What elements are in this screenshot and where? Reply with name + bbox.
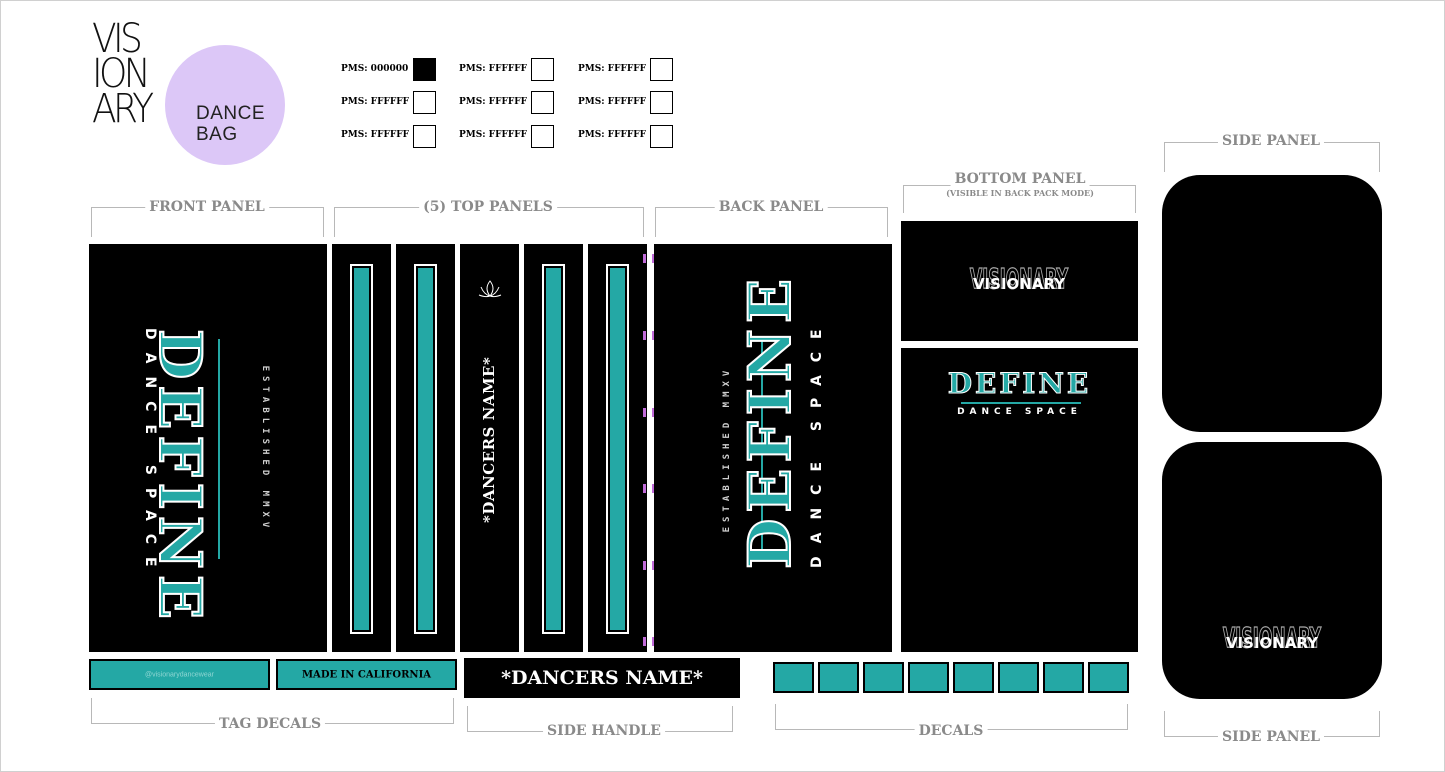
product-line-2: BAG: [196, 124, 238, 145]
decal-square[interactable]: [773, 662, 814, 693]
logo-line-3: ARY: [92, 86, 154, 132]
color-swatch[interactable]: [413, 91, 436, 114]
side-panel-top-label: SIDE PANEL: [1217, 133, 1325, 149]
front-panel[interactable]: DEFINE DANCE SPACE ESTABLISHED MMXV: [89, 244, 327, 652]
define-logo: DEFINE: [947, 367, 1092, 400]
decals-label: DECALS: [914, 723, 988, 739]
alignment-tick: [652, 254, 655, 263]
teal-stripe: [350, 264, 373, 634]
side-panel-top[interactable]: [1162, 175, 1382, 432]
alignment-tick: [652, 408, 655, 417]
color-swatch[interactable]: [650, 58, 673, 81]
back-panel-label: BACK PANEL: [714, 199, 828, 215]
decal-square[interactable]: [998, 662, 1039, 693]
top-panel-strip-3[interactable]: [524, 244, 583, 652]
accent-line: [218, 339, 220, 559]
color-swatch[interactable]: [531, 125, 554, 148]
pms-label: PMS: FFFFFF: [459, 64, 528, 74]
alignment-tick: [652, 331, 655, 340]
top-panels-label: (5) TOP PANELS: [419, 199, 557, 215]
teal-stripe: [414, 264, 437, 634]
pms-label: PMS: FFFFFF: [341, 97, 410, 107]
side-panel-bottom-label: SIDE PANEL: [1217, 729, 1325, 745]
alignment-tick: [652, 484, 655, 493]
visionary-wordmark: VISIONARY: [1225, 634, 1319, 652]
color-swatch[interactable]: [531, 58, 554, 81]
made-in-tag[interactable]: MADE IN CALIFORNIA: [275, 658, 458, 691]
define-logo: DEFINE: [145, 328, 215, 626]
made-in-text: MADE IN CALIFORNIA: [301, 669, 432, 680]
side-panel-bottom[interactable]: VISIONARY VISIONARY: [1162, 442, 1382, 699]
front-panel-label: FRONT PANEL: [145, 199, 269, 215]
visionary-ghost: VISIONARY: [969, 262, 1069, 296]
pms-label: PMS: FFFFFF: [578, 130, 647, 140]
pms-label: PMS: FFFFFF: [341, 130, 410, 140]
color-swatch[interactable]: [650, 91, 673, 114]
alignment-tick: [652, 561, 655, 570]
logo-line-1: VIS: [92, 16, 143, 62]
define-logo: DEFINE: [735, 272, 805, 570]
alignment-tick: [643, 254, 646, 263]
top-panel-strip-2[interactable]: [396, 244, 455, 652]
decal-square[interactable]: [908, 662, 949, 693]
bottom-panel-main[interactable]: DEFINE DANCE SPACE: [901, 348, 1138, 652]
dance-space-text: DANCE SPACE: [809, 316, 825, 568]
pms-label: PMS: FFFFFF: [578, 64, 647, 74]
accent-line: [761, 339, 763, 559]
pms-label: PMS: FFFFFF: [459, 130, 528, 140]
bottom-panel-note: (VISIBLE IN BACK PACK MODE): [943, 188, 1097, 198]
dance-space-text: DANCE SPACE: [142, 328, 158, 580]
logo-circle: [165, 45, 285, 165]
color-swatch[interactable]: [413, 125, 436, 148]
tag-decals-label: TAG DECALS: [214, 716, 326, 732]
instagram-handle: @visionarydancewear: [145, 671, 214, 678]
side-handle-label: SIDE HANDLE: [543, 723, 665, 739]
dance-space-text: DANCE SPACE: [957, 407, 1082, 417]
teal-stripe: [542, 264, 565, 634]
top-panel-strip-4[interactable]: [588, 244, 647, 652]
decal-square[interactable]: [863, 662, 904, 693]
decal-square[interactable]: [953, 662, 994, 693]
alignment-tick: [643, 637, 646, 646]
logo-line-2: ION: [92, 51, 151, 97]
bottom-panel-label: BOTTOM PANEL: [950, 171, 1090, 187]
pms-label: PMS: FFFFFF: [459, 97, 528, 107]
back-panel[interactable]: DEFINE DANCE SPACE ESTABLISHED MMXV: [654, 244, 892, 652]
top-panel-strip-1[interactable]: [332, 244, 391, 652]
top-panel-strip-center[interactable]: *DANCERS NAME*: [460, 244, 519, 652]
pms-label: PMS: FFFFFF: [578, 97, 647, 107]
instagram-tag[interactable]: @visionarydancewear: [88, 658, 271, 691]
alignment-tick: [643, 408, 646, 417]
alignment-tick: [652, 637, 655, 646]
handle-dancers-name: *DANCERS NAME*: [501, 667, 703, 689]
accent-line: [961, 402, 1081, 404]
color-swatch[interactable]: [531, 91, 554, 114]
teal-stripe: [606, 264, 629, 634]
decal-square[interactable]: [818, 662, 859, 693]
lotus-icon: [478, 280, 502, 298]
alignment-tick: [643, 331, 646, 340]
color-swatch[interactable]: [650, 125, 673, 148]
pms-label: PMS: 000000: [341, 64, 409, 74]
decal-square[interactable]: [1043, 662, 1084, 693]
bottom-panel-top[interactable]: VISIONARY VISIONARY: [901, 221, 1138, 341]
established-text: ESTABLISHED MMXV: [722, 365, 732, 533]
decal-square[interactable]: [1088, 662, 1129, 693]
product-line-1: DANCE: [196, 103, 266, 124]
alignment-tick: [643, 561, 646, 570]
alignment-tick: [643, 484, 646, 493]
established-text: ESTABLISHED MMXV: [260, 365, 270, 533]
visionary-wordmark: VISIONARY: [972, 275, 1066, 293]
color-swatch[interactable]: [413, 58, 436, 81]
visionary-ghost: VISIONARY: [1222, 621, 1322, 655]
side-handle[interactable]: *DANCERS NAME*: [464, 658, 740, 698]
dancers-name-vertical: *DANCERS NAME*: [480, 356, 498, 523]
